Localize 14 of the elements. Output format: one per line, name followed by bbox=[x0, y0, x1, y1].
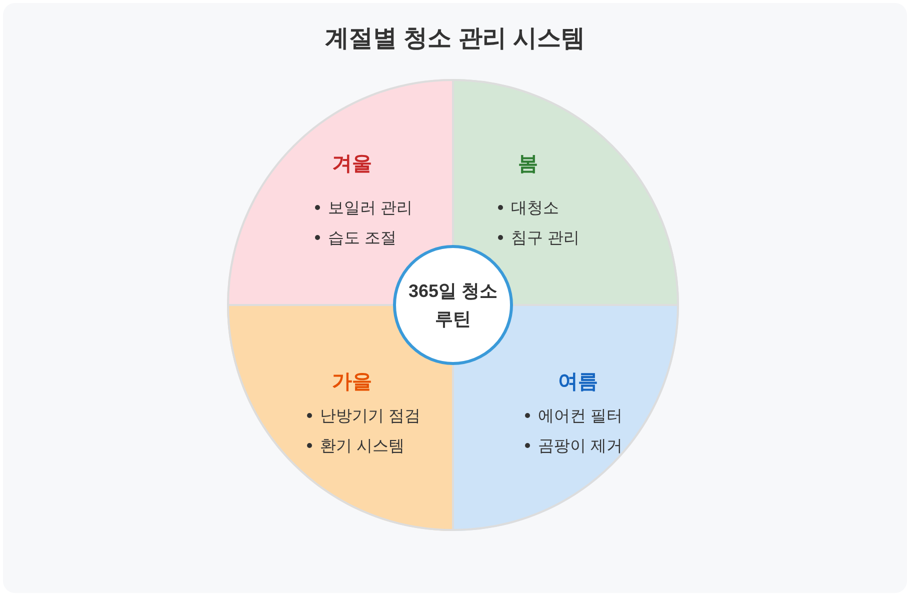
task-item: 곰팡이 제거 bbox=[525, 435, 622, 459]
task-item: 습도 조절 bbox=[315, 227, 412, 251]
season-heading: 가을 bbox=[332, 370, 372, 395]
task-item: 난방기기 점검 bbox=[307, 405, 420, 429]
task-item: 대청소 bbox=[498, 197, 580, 221]
task-item: 에어컨 필터 bbox=[525, 405, 622, 429]
task-item: 환기 시스템 bbox=[307, 435, 420, 459]
season-heading: 여름 bbox=[558, 370, 598, 395]
diagram-title: 계절별 청소 관리 시스템 bbox=[324, 24, 586, 54]
season-heading: 겨울 bbox=[332, 152, 372, 177]
season-heading: 봄 bbox=[518, 152, 538, 177]
task-item: 침구 관리 bbox=[498, 227, 580, 251]
center-label: 365일 청소 루틴 bbox=[407, 280, 499, 331]
task-item: 보일러 관리 bbox=[315, 197, 412, 221]
